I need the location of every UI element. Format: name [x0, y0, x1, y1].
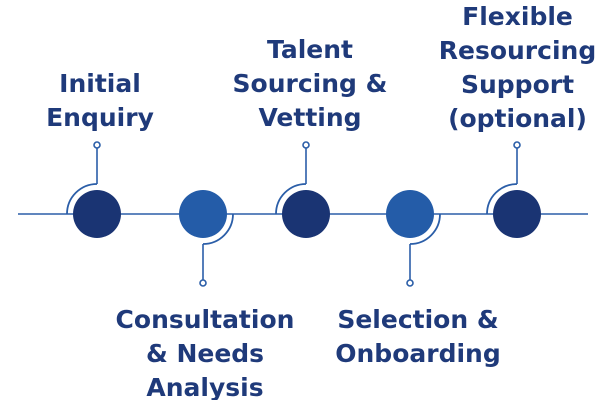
node-arc	[486, 183, 518, 215]
connector-dot	[93, 141, 101, 149]
connector-dot	[406, 279, 414, 287]
node-arc	[409, 213, 441, 245]
step-label-selection-onboarding: Selection & Onboarding	[335, 305, 501, 368]
connector-dot	[513, 141, 521, 149]
step-label-talent-sourcing: Talent Sourcing & Vetting	[232, 35, 388, 132]
connector-dot	[302, 141, 310, 149]
connector-dot	[199, 279, 207, 287]
step-label-initial-enquiry: Initial Enquiry	[46, 69, 154, 132]
node-arc	[202, 213, 234, 245]
step-node	[179, 190, 227, 238]
step-node	[386, 190, 434, 238]
step-node	[493, 190, 541, 238]
node-arc	[275, 183, 307, 215]
step-node	[282, 190, 330, 238]
step-label-flexible-resourcing: Flexible Resourcing Support (optional)	[438, 2, 597, 133]
node-arc	[66, 183, 98, 215]
step-label-consultation: Consultation & Needs Analysis	[115, 305, 295, 400]
step-node	[73, 190, 121, 238]
